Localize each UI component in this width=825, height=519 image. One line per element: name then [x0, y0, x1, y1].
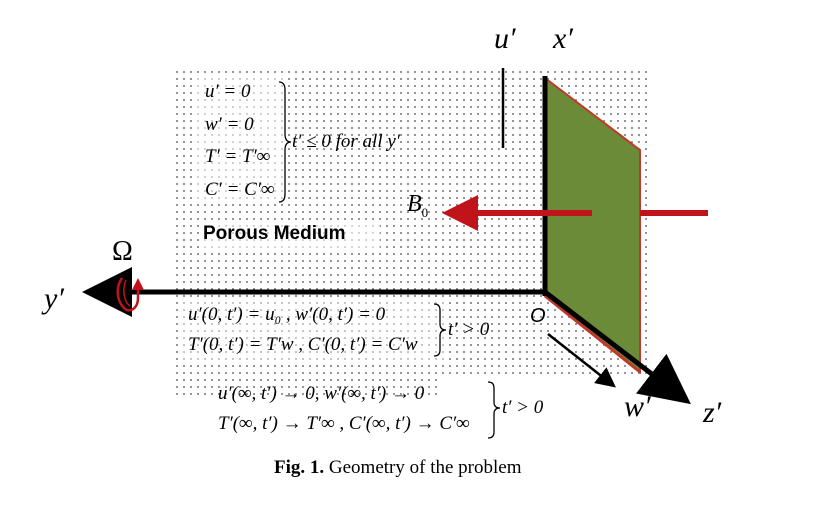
far-eq-line2: T′(∞, t′) → T′∞ , C′(∞, t′) → C′∞: [218, 413, 470, 434]
wall-condition: t′ > 0: [448, 319, 490, 340]
porous-dots-lower: [175, 296, 437, 396]
origin-label: O: [530, 305, 546, 327]
initial-eq-T: T′ = T′∞: [205, 146, 271, 167]
initial-eq-C: C′ = C′∞: [205, 179, 275, 200]
brace-far: [487, 381, 501, 439]
brace-initial: [278, 81, 292, 203]
plate-bottom-edge: [544, 294, 641, 374]
z-prime-label: z′: [703, 396, 722, 429]
initial-eq-u: u′ = 0: [205, 81, 251, 102]
wall-eq-line1: u′(0, t′) = u₀ , w′(0, t′) = 0: [188, 304, 386, 325]
magnetic-field-label: B0: [407, 191, 429, 220]
z-axis: [543, 290, 691, 405]
brace-wall: [433, 303, 447, 357]
x-prime-label: x′: [553, 22, 573, 55]
w-prime-label: w′: [624, 390, 651, 423]
rotation-icon: [116, 277, 144, 312]
omega-label: Ω: [112, 236, 133, 267]
far-condition: t′ > 0: [502, 397, 544, 418]
u-prime-label: u′: [494, 22, 516, 55]
w-velocity-arrow: [547, 333, 616, 388]
initial-condition: t′ ≤ 0 for all y′: [292, 131, 400, 152]
porous-medium-label: Porous Medium: [203, 223, 346, 244]
figure-caption: Fig. 1. Geometry of the problem: [274, 457, 522, 478]
initial-eq-w: w′ = 0: [205, 114, 254, 135]
wall-eq-line2: T′(0, t′) = T′w , C′(0, t′) = C′w: [188, 334, 418, 355]
far-eq-line1: u′(∞, t′) → 0, w′(∞, t′) → 0: [218, 383, 425, 404]
y-prime-label: y′: [44, 282, 64, 315]
